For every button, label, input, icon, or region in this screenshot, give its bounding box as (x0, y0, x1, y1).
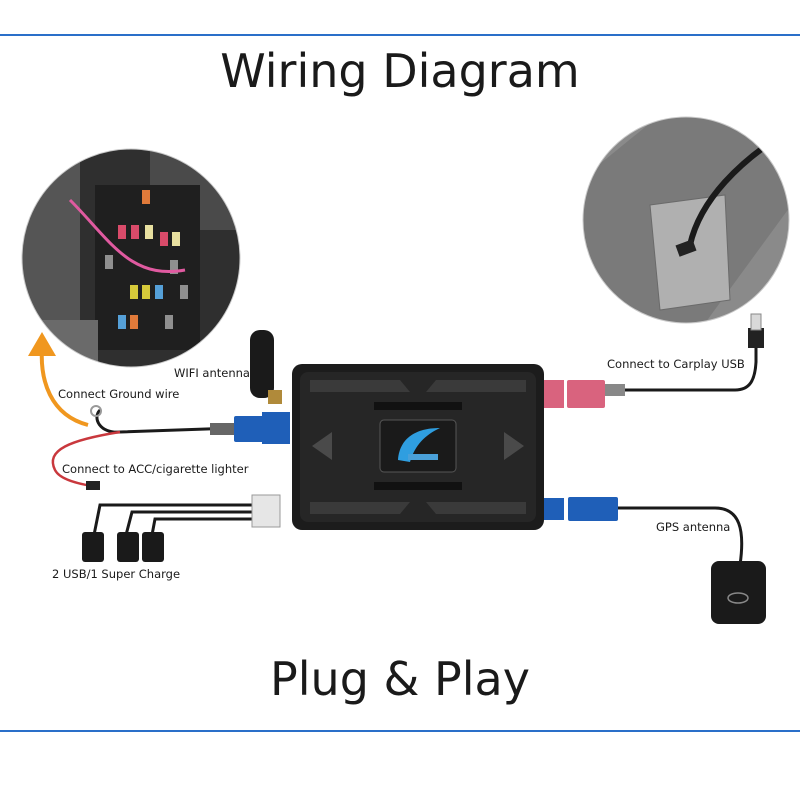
acc-label: Connect to ACC/cigarette lighter (62, 462, 249, 476)
carplay-box-icon (292, 364, 544, 530)
power-wires (51, 405, 236, 490)
fuse-box-photo (21, 148, 241, 368)
footer-title: Plug & Play (270, 652, 530, 706)
gps-antenna-label: GPS antenna (656, 520, 731, 534)
page-title: Wiring Diagram (220, 44, 580, 98)
carplay-usb-label: Connect to Carplay USB (607, 357, 745, 371)
ground-wire-label: Connect Ground wire (58, 387, 180, 401)
usb-plug-icon (82, 532, 164, 562)
wifi-antenna-icon (250, 330, 282, 404)
wifi-antenna-label: WIFI antenna (174, 366, 250, 380)
top-rule (0, 34, 800, 36)
arrow-icon (28, 332, 89, 427)
usb-charge-label: 2 USB/1 Super Charge (52, 567, 181, 581)
carplay-cable (567, 313, 764, 408)
gps-antenna-icon (711, 561, 766, 624)
bottom-rule (0, 730, 800, 732)
gps-cable (568, 497, 744, 566)
car-usb-port-photo (582, 116, 790, 324)
usb-cables (92, 494, 281, 536)
left-connectors (234, 380, 564, 520)
